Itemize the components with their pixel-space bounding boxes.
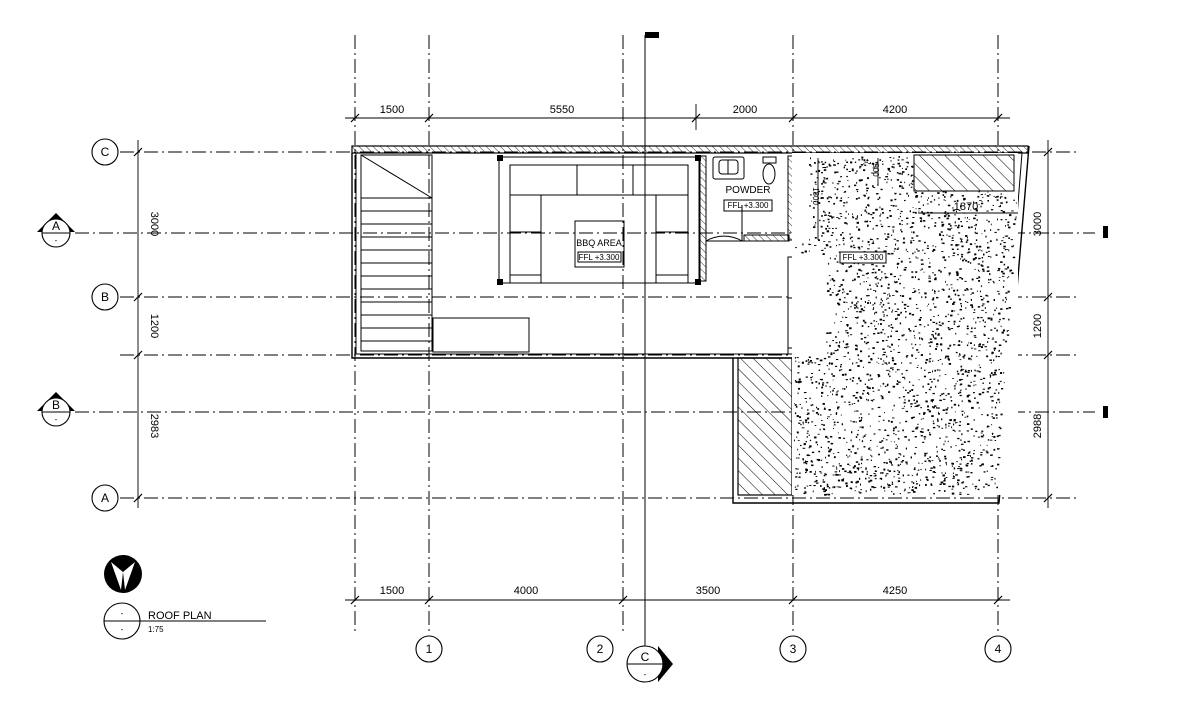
section-letter-a: A [52,219,60,233]
top-dim-1: 1500 [380,104,404,116]
left-dimension-string: 3000 1200 2983 [133,140,160,508]
right-dim-3: 2988 [1032,414,1044,438]
left-dim-1: 3000 [148,212,160,236]
toilet-bowl [762,163,776,185]
gravel-roof-area: FFL +3.300 1800 900 1870 [792,153,1018,496]
section-letter-c: C [641,650,650,664]
svg-text:A: A [101,491,109,505]
top-dim-2: 5550 [550,104,574,116]
parapet-top [351,145,1029,154]
powder-label: POWDER [726,185,771,196]
bbq-area-label: BBQ AREA [576,238,622,248]
svg-text:4: 4 [995,642,1002,656]
staircase [360,154,433,352]
column-bubbles: 1 2 3 4 [415,635,1012,663]
section-marker-a: A - [37,213,1108,248]
section-end-tick-c [645,32,659,38]
section-letter-b: B [52,398,60,412]
bbq-seating [497,155,701,285]
section-marker-b: B - [37,392,1108,427]
svg-text:-: - [644,670,647,679]
svg-text:3: 3 [790,642,797,656]
right-dim-2: 1200 [1032,314,1044,338]
inner-dim-1800: 1800 [811,187,820,205]
bottom-dim-1: 1500 [380,585,404,597]
svg-text:-: - [121,625,124,634]
grid-bubble-c: C [91,138,119,166]
building-outline: BBQ AREA FFL +3.300 POWDER FFL +3.300 [351,145,1030,504]
top-dim-3: 2000 [733,104,757,116]
svg-text:-: - [55,236,58,245]
roof-level-label: FFL +3.300 [843,253,884,262]
left-dim-3: 2983 [148,414,160,438]
grid-bubble-1: 1 [415,635,443,663]
bottom-dim-4: 4250 [883,585,907,597]
bbq-label-box [574,220,625,268]
bbq-level-label: FFL +3.300 [579,253,620,262]
north-arrow-icon [104,555,142,593]
bottom-dim-2: 4000 [514,585,538,597]
svg-text:C: C [101,145,110,159]
grid-bubble-4: 4 [984,635,1012,663]
svg-text:-: - [55,415,58,424]
top-dim-4: 4200 [883,104,907,116]
roof-hatched-block [913,154,1015,192]
right-dimension-string: 3000 1200 2988 [1032,140,1053,508]
svg-text:2: 2 [597,642,604,656]
powder-level-label: FFL +3.300 [728,201,769,210]
svg-text:B: B [101,290,109,304]
sink [712,156,745,180]
svg-text:-: - [121,609,124,618]
grid-bubble-3: 3 [779,635,807,663]
bench [432,317,530,353]
row-bubbles: C B A [91,138,119,512]
powder-room: POWDER FFL +3.300 [699,155,795,282]
grid-bubble-b: B [91,283,119,311]
top-dimension-string: 1500 5550 2000 4200 [345,104,1010,130]
svg-text:1: 1 [426,642,433,656]
inner-dim-900: 900 [871,163,880,177]
section-marker-c: C - [626,32,673,683]
bottom-dimension-string: 1500 4000 3500 4250 [345,585,1010,605]
toilet-cistern [762,156,777,164]
drawing-scale: 1:75 [148,625,164,634]
inner-dim-1870: 1870 [954,201,978,213]
bottom-dim-3: 3500 [696,585,720,597]
drawing-title: ROOF PLAN [148,610,212,622]
grid-bubble-a: A [91,484,119,512]
grid-bubble-2: 2 [586,635,614,663]
drawing-title-block: - - ROOF PLAN 1:75 [103,602,266,640]
section-end-tick-a [1103,226,1108,238]
right-dim-1: 3000 [1032,212,1044,236]
left-dim-2: 1200 [148,314,160,338]
section-end-tick-b [1103,406,1108,418]
lower-wall-block [737,357,793,496]
